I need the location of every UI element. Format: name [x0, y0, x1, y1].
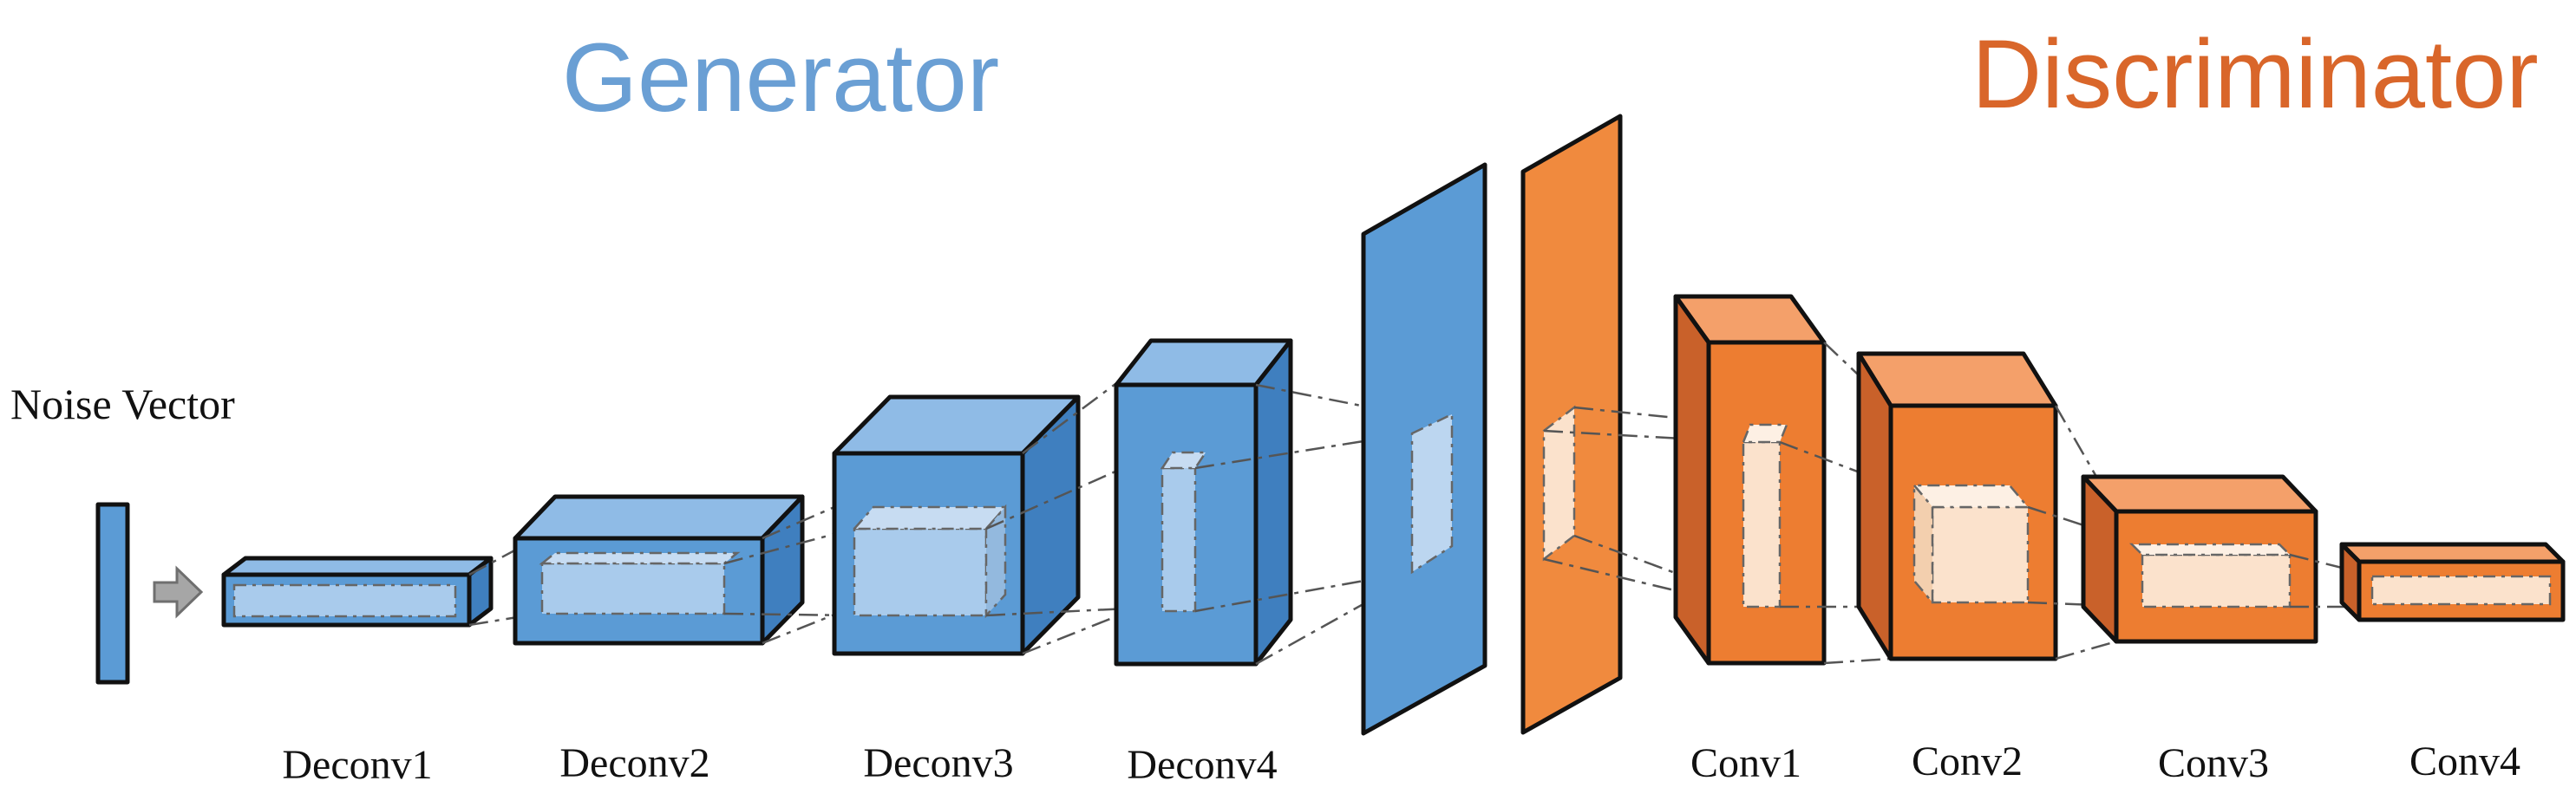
- deconv1-block: [221, 556, 494, 628]
- generated-image-plane: [1361, 162, 1487, 736]
- conv3-block: [2081, 474, 2318, 644]
- deconv4-block: [1114, 338, 1293, 667]
- deconv1-label: Deconv1: [282, 742, 432, 788]
- deconv3-block: [832, 394, 1081, 656]
- conv2-label: Conv2: [1912, 739, 2023, 784]
- deconv4-label: Deconv4: [1127, 742, 1277, 788]
- generator-title: Generator: [562, 23, 999, 132]
- conv1-label: Conv1: [1690, 740, 1801, 786]
- conv2-block: [1856, 351, 2058, 661]
- discriminator-title: Discriminator: [1971, 20, 2538, 128]
- conv3-label: Conv3: [2158, 740, 2269, 786]
- deconv3-label: Deconv3: [863, 740, 1013, 786]
- noise-arrow-icon: [153, 565, 204, 619]
- conv1-block: [1673, 294, 1827, 666]
- deconv2-label: Deconv2: [559, 740, 709, 786]
- input-image-plane: [1520, 114, 1623, 735]
- noise-vector-label: Noise Vector: [10, 380, 235, 428]
- conv4-block: [2339, 542, 2566, 622]
- conv4-label: Conv4: [2409, 739, 2520, 784]
- deconv2-block: [513, 494, 805, 646]
- noise-vector-bar: [95, 502, 130, 685]
